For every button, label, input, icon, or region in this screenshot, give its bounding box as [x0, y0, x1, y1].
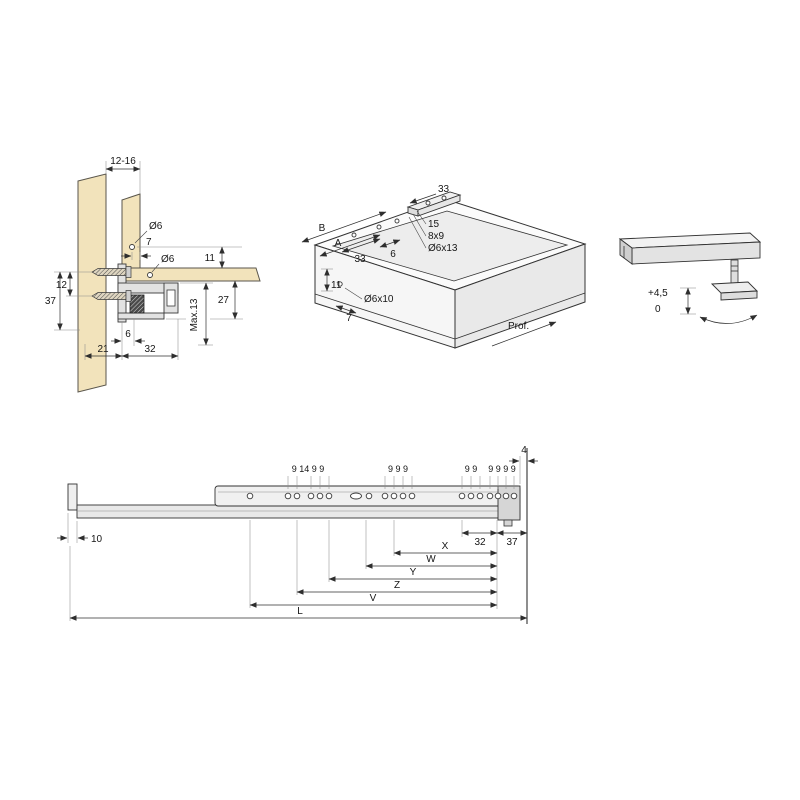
dim-holes-group-3: 9 9	[465, 464, 478, 474]
rim-hole	[376, 224, 382, 230]
front-hook-tab	[67, 483, 78, 511]
dim-max-depth: Max.13	[189, 298, 200, 331]
dim-height-11: 11	[205, 253, 216, 264]
dim-front-offset: 10	[91, 534, 103, 545]
dim-w: W	[426, 554, 436, 565]
dim-32: 32	[474, 537, 486, 548]
dim-l: L	[297, 606, 303, 617]
depth-label: Prof.	[508, 321, 529, 332]
cabinet-side-panel	[77, 173, 107, 393]
dim-37: 37	[506, 537, 518, 548]
adjustment-pin	[710, 259, 759, 301]
slide-side-view: 9 14 9 9 9 9 9 9 9 9 9 9 9 4 10	[57, 445, 538, 624]
side-hole	[129, 244, 135, 250]
hole-spacing-dims: 9 14 9 9 9 9 9 9 9 9 9 9 9	[287, 464, 516, 489]
dim-33: 33	[354, 254, 366, 265]
dim-holes-group-2: 9 9 9	[388, 464, 408, 474]
dim-gap-4: 4	[521, 445, 527, 456]
dim-height-27: 27	[218, 295, 230, 306]
cabinet-rail	[76, 504, 521, 519]
dim-hole-6x10: Ø6x10	[364, 294, 394, 305]
front-hole	[337, 281, 343, 287]
mounting-screw-lower	[91, 290, 132, 302]
dim-screw-spacing: 12	[56, 280, 68, 291]
dim-6: 6	[390, 249, 396, 260]
drawer-cavity	[331, 210, 569, 282]
dim-gap-width: 12-16	[110, 156, 136, 167]
dim-bracket-length: 33	[438, 184, 450, 195]
dim-y: Y	[410, 567, 417, 578]
rear-bracket-block	[497, 485, 521, 521]
dim-holes-group-4: 9 9 9 9	[488, 464, 516, 474]
cross-section-view: 12-16 Ø6 7 Ø6 11 27 37 12	[45, 156, 261, 393]
dim-width-32: 32	[144, 344, 156, 355]
dim-holes-group-1: 9 14 9 9	[292, 464, 325, 474]
drawer-right-face	[454, 243, 586, 349]
bottom-hole	[147, 272, 153, 278]
dim-slot-8x9: 8x9	[428, 231, 445, 242]
dim-width-21: 21	[97, 344, 109, 355]
dim-range-zero: 0	[655, 304, 661, 315]
dim-11: 11	[331, 280, 342, 291]
dim-a: A	[335, 238, 342, 249]
dim-hole-dia-front: Ø6	[161, 254, 175, 265]
isometric-view: 33 15 8x9 Ø6x13 B A 33 6 11 Ø6x10 7 Prof…	[301, 184, 587, 349]
dim-offset-6: 6	[125, 329, 131, 340]
plastic-clip	[129, 294, 145, 314]
rail-end-cap	[619, 238, 633, 265]
mounting-screw-upper	[91, 266, 132, 278]
dim-hole-dia-side: Ø6	[149, 221, 163, 232]
drawer-bottom-panel	[121, 267, 261, 282]
dim-15: 15	[428, 219, 440, 230]
rim-hole	[351, 232, 357, 238]
dim-hole-offset: 7	[146, 237, 152, 248]
rear-bracket	[406, 191, 462, 217]
dim-b: B	[319, 223, 326, 234]
mounting-holes	[246, 492, 518, 500]
dim-z: Z	[394, 580, 400, 591]
dim-x: X	[442, 541, 449, 552]
drawer-side-panel	[121, 193, 141, 269]
dim-range-up: +4,5	[648, 288, 668, 299]
dim-hole-6x13: Ø6x13	[428, 243, 458, 254]
rim-hole	[394, 218, 400, 224]
rotation-arrow	[699, 314, 758, 324]
dim-v: V	[370, 593, 377, 604]
dim-height-37: 37	[45, 296, 57, 307]
height-adjustment-view: +4,5 0	[618, 232, 762, 324]
dim-7: 7	[346, 313, 352, 324]
rear-pin	[503, 519, 513, 527]
